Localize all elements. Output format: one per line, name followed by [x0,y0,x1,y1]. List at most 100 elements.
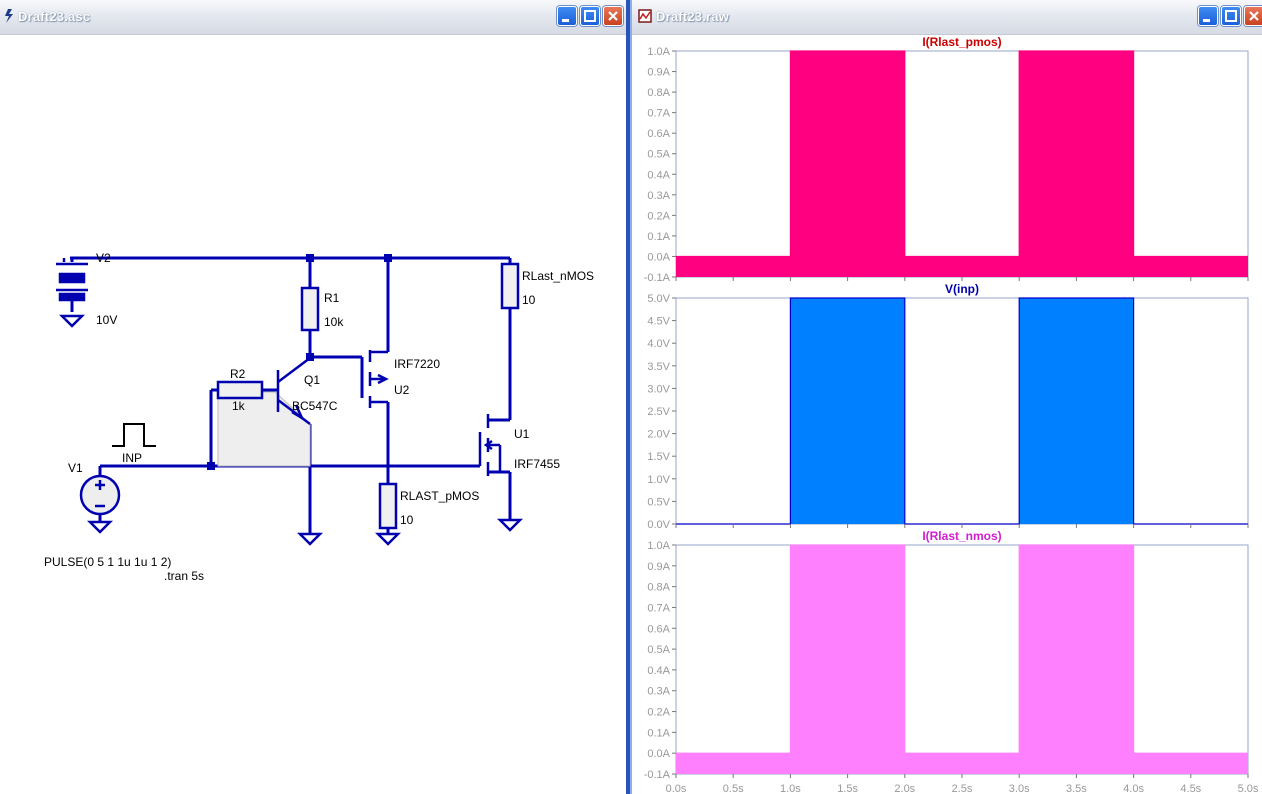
y-tick-label: 0.5V [647,496,670,508]
schematic-window: Draft23.asc [0,0,626,794]
waveform-plot-area[interactable]: 1.0A 0.9A 0.8A 0.7A 0.6A 0.5A 0.4A 0.3A 0.2A 0.1A… [632,35,1262,794]
label-q1: Q1 [304,373,320,387]
plot-frame-1 [675,50,1249,278]
y-tick-label: 0.9A [647,67,670,79]
series-area-2 [676,298,1248,524]
y-tick-label: 0.6A [647,623,670,635]
plot-frame-3 [675,544,1249,775]
y-tick-label: 0.0A [647,748,670,760]
x-tick-label: 3.0s [1009,783,1030,794]
x-tick-label: 0.5s [723,783,744,794]
label-rlast-nmos-value: 10 [522,293,536,307]
schematic-window-title: Draft23.asc [18,9,91,24]
close-icon [608,11,618,21]
minimize-button[interactable] [1198,6,1218,26]
waveform-window-title: Draft23.raw [656,9,730,24]
y-tick-label: 0.0A [647,251,670,263]
y-tick-label: 0.0V [647,519,670,531]
y-tick-label: 0.7A [647,108,670,120]
y-tick-label: 5.0V [647,293,670,305]
y-tick-label: 3.5V [647,361,670,373]
waveform-app-icon [638,9,652,23]
x-tick-label: 1.5s [837,783,858,794]
label-pulse: PULSE(0 5 1 1u 1u 1 2) [44,555,171,569]
x-tick-label: 4.5s [1180,783,1201,794]
y-tick-label: 0.4A [647,169,670,181]
y-tick-label: 1.5V [647,451,670,463]
ground-icon [374,532,402,546]
label-rlast-pmos: RLAST_pMOS [400,489,479,503]
label-v2: V2 [96,251,111,265]
pane-title-1: I(Rlast_pmos) [922,35,1001,49]
battery-v2-icon [56,258,88,328]
x-tick-label: 5.0s [1238,783,1259,794]
label-rlast-nmos: RLast_nMOS [522,269,594,283]
x-tick-label: 0.0s [666,783,687,794]
schematic-app-icon [5,9,13,23]
voltage-source-v1-icon [79,474,121,516]
ground-icon [86,520,114,534]
label-tran: .tran 5s [164,569,204,583]
y-tick-label: 1.0V [647,474,670,486]
resistor-r1[interactable] [300,286,320,332]
series-area-3 [676,545,1248,774]
y-tick-label: 0.1A [647,231,670,243]
mosfet-u1-icon [478,414,502,476]
label-r2-value: 1k [232,399,246,413]
window-divider[interactable] [626,0,630,794]
resistor-r2[interactable] [216,380,264,400]
series-line-3 [676,544,1248,754]
x-tick-label: 2.0s [894,783,915,794]
window-divider-highlight [630,0,632,794]
close-button[interactable] [603,6,623,26]
schematic-titlebar[interactable]: Draft23.asc [0,0,626,35]
label-u1: U1 [514,427,530,441]
y-tick-label: 0.4A [647,665,670,677]
close-button[interactable] [1244,6,1262,26]
y-tick-label: 2.5V [647,406,670,418]
y-tick-label: 0.3A [647,686,670,698]
x-tick-label: 3.5s [1066,783,1087,794]
plot-frame-2 [675,297,1249,525]
label-u2: U2 [394,383,410,397]
schematic-canvas[interactable]: V2 10V R1 10k R2 1k Q1 BC547C IRF7220 U2… [0,35,626,794]
y-tick-label: 0.2A [647,707,670,719]
label-q1-model: BC547C [292,399,338,413]
x-tick-label: 1.0s [780,783,801,794]
y-tick-label: 0.7A [647,602,670,614]
ground-icon [296,532,324,546]
label-r1-value: 10k [324,315,344,329]
y-tick-label: 0.5A [647,644,670,656]
label-inp: INP [122,451,142,465]
label-rlast-pmos-value: 10 [400,513,414,527]
pane-title-3: I(Rlast_nmos) [922,529,1001,543]
y-tick-label: -0.1A [644,769,671,781]
pane-title-2: V(inp) [945,282,979,296]
y-tick-label: 4.5V [647,316,670,328]
x-tick-label: 4.0s [1123,783,1144,794]
y-tick-label: 0.2A [647,210,670,222]
y-tick-label: 0.8A [647,87,670,99]
y-tick-label: 4.0V [647,338,670,350]
minimize-icon [562,19,569,22]
close-icon [1249,11,1259,21]
y-tick-label: 0.9A [647,561,670,573]
y-tick-label: 0.3A [647,190,670,202]
resistor-rlast-pmos[interactable] [378,482,398,530]
label-r2: R2 [230,367,246,381]
resistor-rlast-nmos[interactable] [500,262,520,310]
maximize-button[interactable] [1221,6,1241,26]
label-v2-value: 10V [96,313,117,327]
y-tick-label: 0.5A [647,149,670,161]
y-tick-label: 0.6A [647,128,670,140]
minimize-button[interactable] [557,6,577,26]
waveform-titlebar[interactable]: Draft23.raw [632,0,1262,35]
series-area-1 [676,51,1248,277]
transistor-q1-icon [276,357,311,425]
x-tick-label: 2.5s [952,783,973,794]
maximize-button[interactable] [580,6,600,26]
waveform-window: Draft23.raw 1.0A 0.9A 0.8A 0.7A 0.6A 0.5A 0.4A… [632,0,1262,794]
maximize-icon [1225,10,1237,22]
y-tick-label: -0.1A [644,272,671,284]
y-tick-label: 1.0A [647,540,670,552]
